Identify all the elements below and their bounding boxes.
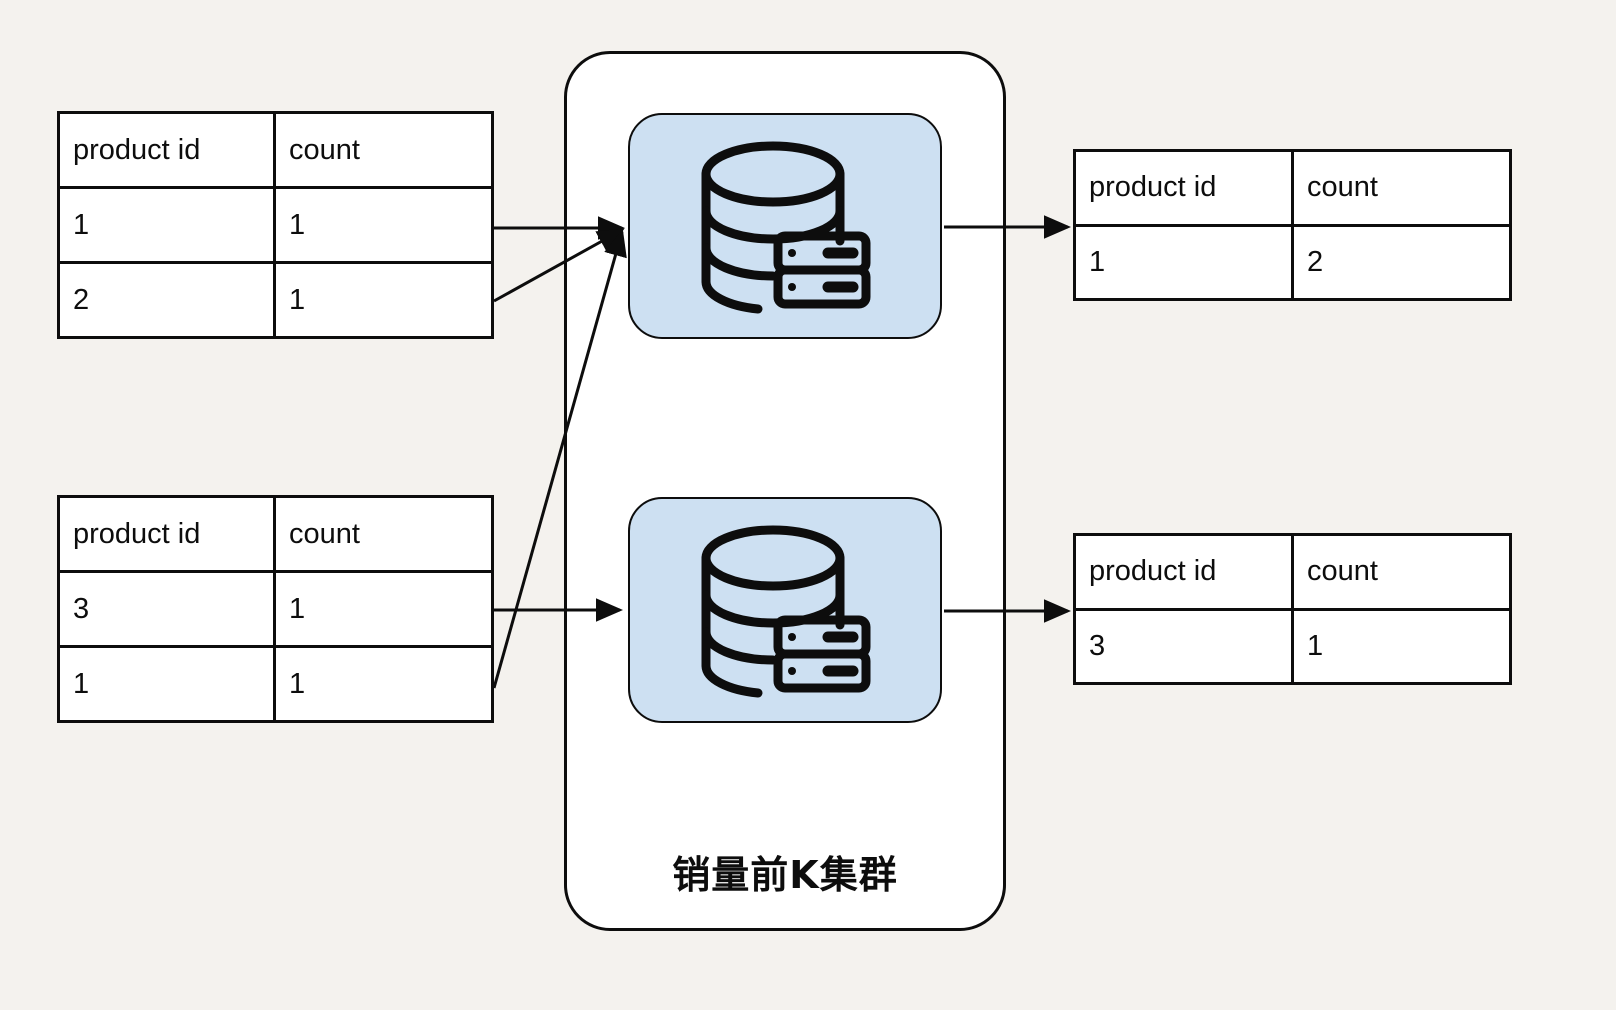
cell-product-id: 3: [60, 573, 276, 645]
output-table-top: product id count 1 2: [1073, 149, 1512, 301]
table-header-row: product id count: [60, 114, 491, 186]
table-row: 1 1: [60, 186, 491, 261]
cell-count: 2: [1307, 245, 1324, 278]
cell-product-id: 1: [60, 189, 276, 261]
table-row: 1 1: [60, 645, 491, 720]
database-node-bottom[interactable]: [628, 497, 942, 723]
database-server-icon: [690, 136, 880, 316]
column-header-count: count: [289, 133, 360, 166]
column-header-count: count: [1307, 555, 1378, 588]
input-table-bottom: product id count 3 1 1 1: [57, 495, 494, 723]
cell-count: 1: [289, 283, 306, 316]
database-node-top[interactable]: [628, 113, 942, 339]
table-row: 3 1: [60, 570, 491, 645]
table-row: 2 1: [60, 261, 491, 336]
table-header-row: product id count: [1076, 152, 1509, 224]
output-table-bottom: product id count 3 1: [1073, 533, 1512, 685]
cell-count: 1: [1307, 629, 1324, 662]
cell-product-id: 1: [60, 648, 276, 720]
column-header-product-id: product id: [1076, 152, 1294, 224]
cell-count: 1: [289, 208, 306, 241]
database-server-icon: [690, 520, 880, 700]
column-header-product-id: product id: [60, 498, 276, 570]
cell-product-id: 3: [1076, 610, 1294, 682]
table-header-row: product id count: [60, 498, 491, 570]
column-header-count: count: [289, 517, 360, 550]
cell-count: 1: [289, 592, 306, 625]
input-table-top: product id count 1 1 2 1: [57, 111, 494, 339]
column-header-product-id: product id: [1076, 536, 1294, 608]
cell-count: 1: [289, 667, 306, 700]
cell-product-id: 2: [60, 264, 276, 336]
cell-product-id: 1: [1076, 226, 1294, 298]
table-row: 1 2: [1076, 223, 1509, 298]
column-header-count: count: [1307, 171, 1378, 204]
column-header-product-id: product id: [60, 114, 276, 186]
table-header-row: product id count: [1076, 536, 1509, 608]
cluster-label: 销量前K集群: [672, 853, 898, 897]
table-row: 3 1: [1076, 607, 1509, 682]
